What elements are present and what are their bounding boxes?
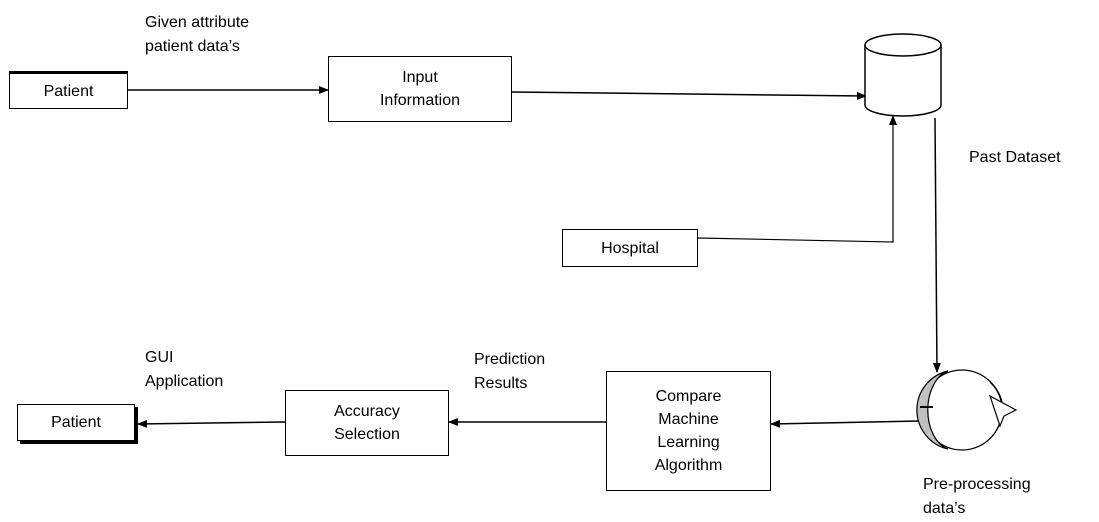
past-dataset-label: Past Dataset	[969, 149, 1061, 166]
given-attribute-label: Given attribute patient data’s	[145, 14, 250, 55]
accuracy-selection-label: Accuracy Selection	[334, 403, 400, 443]
patient-output-box: Patient	[17, 404, 135, 441]
compare-algorithms-box: Compare Machine Learning Algorithm	[606, 371, 771, 491]
accuracy-selection-box: Accuracy Selection	[285, 390, 449, 456]
arrow-input-to-database	[511, 91, 867, 100]
prediction-results-label: Prediction Results	[474, 351, 546, 392]
arrow-preprocessing-to-compare	[770, 419, 921, 428]
arrow-accuracy-to-patient	[137, 419, 286, 428]
patient-source-label: Patient	[43, 82, 94, 100]
database-cylinder-icon	[864, 33, 942, 117]
patient-output-label: Patient	[51, 414, 101, 431]
hospital-label: Hospital	[601, 239, 659, 257]
compare-algorithms-label: Compare Machine Learning Algorithm	[654, 388, 723, 474]
patient-source-box: Patient	[9, 73, 128, 109]
circular-refresh-icon	[916, 369, 1018, 451]
input-information-label: Input Information	[379, 69, 461, 109]
arrow-database-to-preprocessing	[932, 117, 941, 373]
arrow-hospital-to-database	[697, 115, 897, 243]
gui-application-label: GUI Application	[145, 349, 224, 390]
preprocessing-label: Pre-processing data’s	[923, 476, 1031, 517]
input-information-box: Input Information	[328, 56, 512, 122]
hospital-box: Hospital	[562, 229, 698, 267]
